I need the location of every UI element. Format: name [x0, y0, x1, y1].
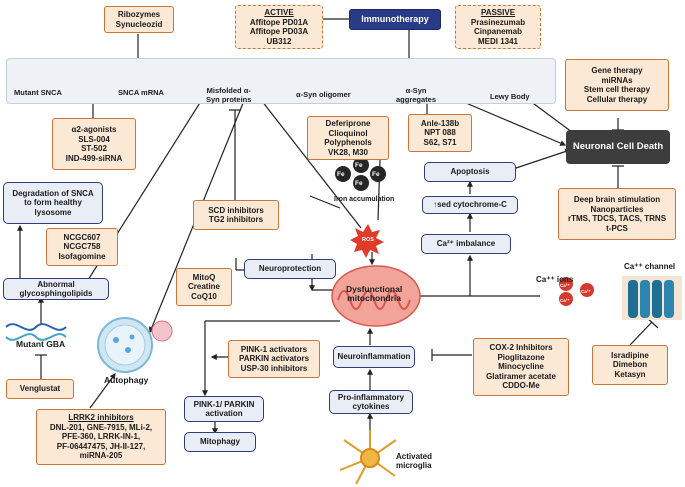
ca-imbalance-box: Ca²⁺ imbalance: [421, 234, 511, 254]
iron-accumulation-label: Iron accumulation: [334, 196, 395, 203]
ca-channel-label: Ca⁺⁺ channel: [624, 262, 676, 271]
calcium-channel-icon: [622, 276, 682, 320]
label-snca-mrna: SNCA mRNA: [118, 88, 164, 97]
label-oligomer: α-Syn oligomer: [296, 90, 351, 99]
mutant-gba-label: Mutant GBA: [16, 339, 66, 349]
ros-label: ROS: [362, 237, 374, 243]
mitophagy-box: Mitophagy: [184, 432, 256, 452]
autophagy-icon: [97, 317, 173, 373]
ca-ion-label-1: Ca²⁺: [560, 283, 570, 288]
label-lewy-body: Lewy Body: [490, 92, 530, 101]
ca-ion-label-3: Ca²⁺: [581, 289, 591, 294]
iron-atoms-icon: [335, 157, 386, 191]
ca-ion-label-2: Ca²⁺: [560, 298, 570, 303]
ros-burst-icon: [350, 224, 384, 258]
fe-label-1: Fe: [337, 171, 345, 178]
ca-ions-label: Ca⁺⁺ ions: [536, 275, 574, 284]
fe-label-2: Fe: [355, 162, 363, 169]
label-mutant-snca: Mutant SNCA: [14, 88, 62, 97]
inhibit-isradipine: [629, 321, 653, 346]
microglia-icon: [339, 430, 397, 485]
apoptosis-box: Apoptosis: [424, 162, 516, 182]
neuroprotection-box: Neuroprotection: [244, 259, 336, 279]
mitochondria-icon: [331, 265, 421, 327]
fe-label-4: Fe: [372, 171, 380, 178]
autophagy-label: Autophagy: [104, 375, 149, 385]
fe-label-3: Fe: [355, 180, 363, 187]
gba-dna-icon: [5, 323, 67, 341]
venglustat-box: Venglustat: [6, 379, 74, 399]
neuroinflammation-box: Neuroinflammation: [333, 346, 415, 368]
label-misfolded-proteins: Misfolded α-Syn proteins: [206, 86, 252, 104]
immunotherapy-box: Immunotherapy: [349, 9, 441, 30]
calcium-ions-icon: [559, 277, 594, 306]
neuronal-cell-death-box: Neuronal Cell Death: [566, 130, 670, 164]
cytochrome-box: ↑sed cytochrome-C: [422, 196, 518, 214]
alpha-syn-pathway-band: [6, 58, 556, 104]
